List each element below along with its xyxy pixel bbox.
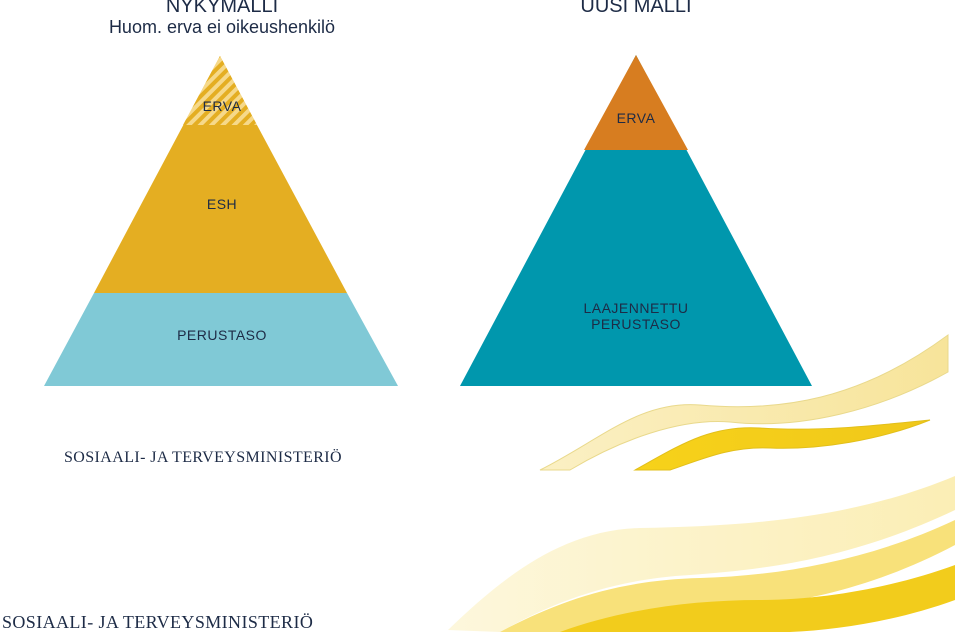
- ministry-logotype-upper: SOSIAALI- JA TERVEYSMINISTERIÖ: [64, 449, 342, 466]
- wave-ribbon-strong: [560, 565, 955, 632]
- decorative-waves-lower: [448, 476, 955, 632]
- perustaso-label: PERUSTASO: [177, 327, 267, 343]
- erva-label-current: ERVA: [202, 98, 242, 114]
- decorative-waves-upper: [539, 334, 949, 471]
- laajennettu-perustaso-tier: [460, 55, 812, 386]
- wave-ribbon-light: [448, 476, 955, 632]
- esh-label: ESH: [206, 196, 238, 212]
- wave-ribbon-pale: [539, 334, 949, 471]
- laajennettu-label-line2: PERUSTASO: [591, 316, 681, 332]
- laajennettu-label-line1: LAAJENNETTU: [583, 300, 689, 316]
- erva-tier-hatched: [183, 56, 257, 125]
- current-model-note: Huom. erva ei oikeushenkilö: [108, 17, 336, 37]
- current-model-title: NYKYMALLI: [165, 0, 279, 17]
- erva-label-new: ERVA: [616, 110, 656, 126]
- wave-ribbon-mid: [500, 520, 955, 632]
- new-model-title: UUSI MALLI: [580, 0, 692, 17]
- wave-ribbon-gold: [633, 419, 931, 471]
- current-model-pyramid: [44, 56, 398, 386]
- erva-tier-new: [584, 55, 688, 150]
- perustaso-tier: [44, 293, 398, 386]
- new-model-pyramid: [460, 55, 812, 386]
- esh-tier: [94, 56, 347, 293]
- ministry-logotype-lower: SOSIAALI- JA TERVEYSMINISTERIÖ: [2, 612, 314, 632]
